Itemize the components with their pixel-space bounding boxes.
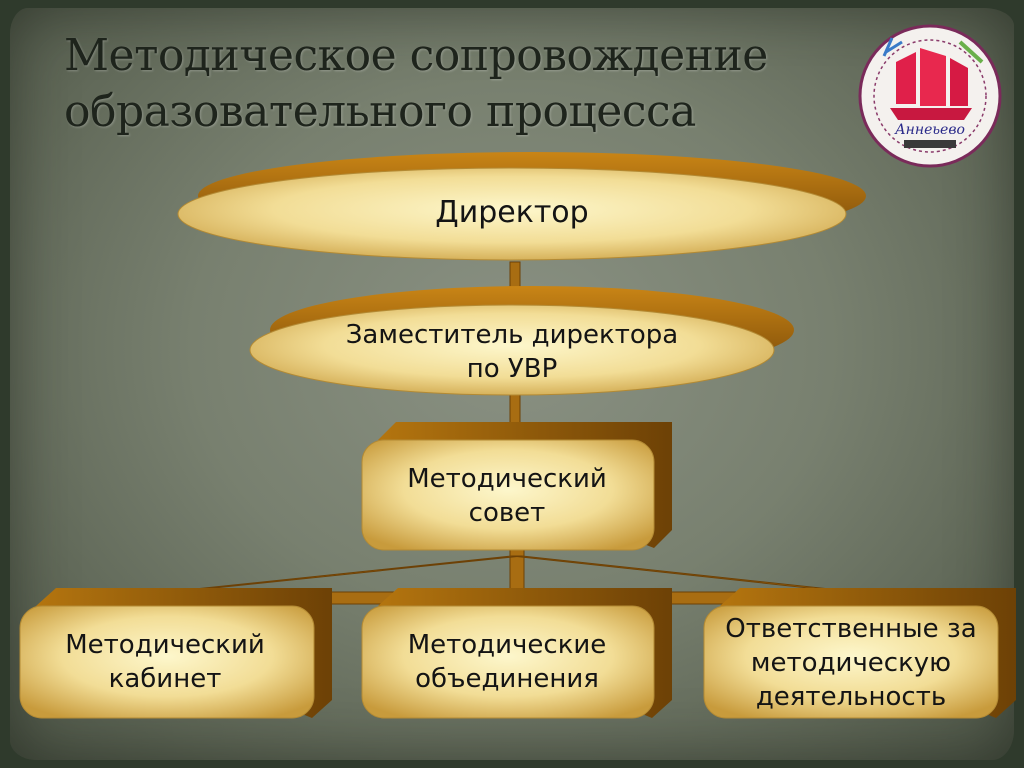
title-line-2: образовательного процесса [64, 86, 696, 137]
director-text: Директор [435, 195, 589, 230]
council-label: Методический совет [362, 462, 652, 530]
deputy-line-1: Заместитель директора [345, 320, 679, 350]
node-council [361, 422, 672, 551]
associations-line-1: Методические [407, 630, 607, 660]
ship-icon [890, 48, 972, 120]
cabinet-line-1: Методический [65, 630, 265, 660]
council-line-2: совет [468, 498, 546, 528]
pencil-icon [958, 40, 984, 64]
responsible-label: Ответственные за методическую деятельнос… [704, 612, 998, 714]
scissors-icon [882, 37, 903, 57]
logo-text: Аннеьево [894, 122, 965, 138]
responsible-line-3: деятельность [755, 682, 947, 712]
cabinet-line-2: кабинет [108, 664, 222, 694]
slide-title: Методическое сопровождение образовательн… [64, 28, 804, 140]
responsible-line-1: Ответственные за [725, 614, 977, 644]
node-cabinet [19, 588, 332, 719]
responsible-line-2: методическую [750, 648, 952, 678]
cabinet-label: Методический кабинет [20, 628, 310, 696]
school-logo: Аннеьево [858, 24, 1002, 168]
node-responsible [703, 588, 1016, 719]
director-label: Директор [332, 196, 692, 230]
associations-line-2: объединения [415, 664, 599, 694]
title-line-1: Методическое сопровождение [64, 30, 768, 81]
node-deputy [249, 286, 794, 396]
node-director [177, 152, 866, 261]
council-line-1: Методический [407, 464, 607, 494]
associations-label: Методические объединения [362, 628, 652, 696]
node-associations [361, 588, 672, 719]
deputy-label: Заместитель директора по УВР [300, 318, 724, 386]
deputy-line-2: по УВР [466, 354, 558, 384]
barcode-icon [904, 140, 956, 148]
